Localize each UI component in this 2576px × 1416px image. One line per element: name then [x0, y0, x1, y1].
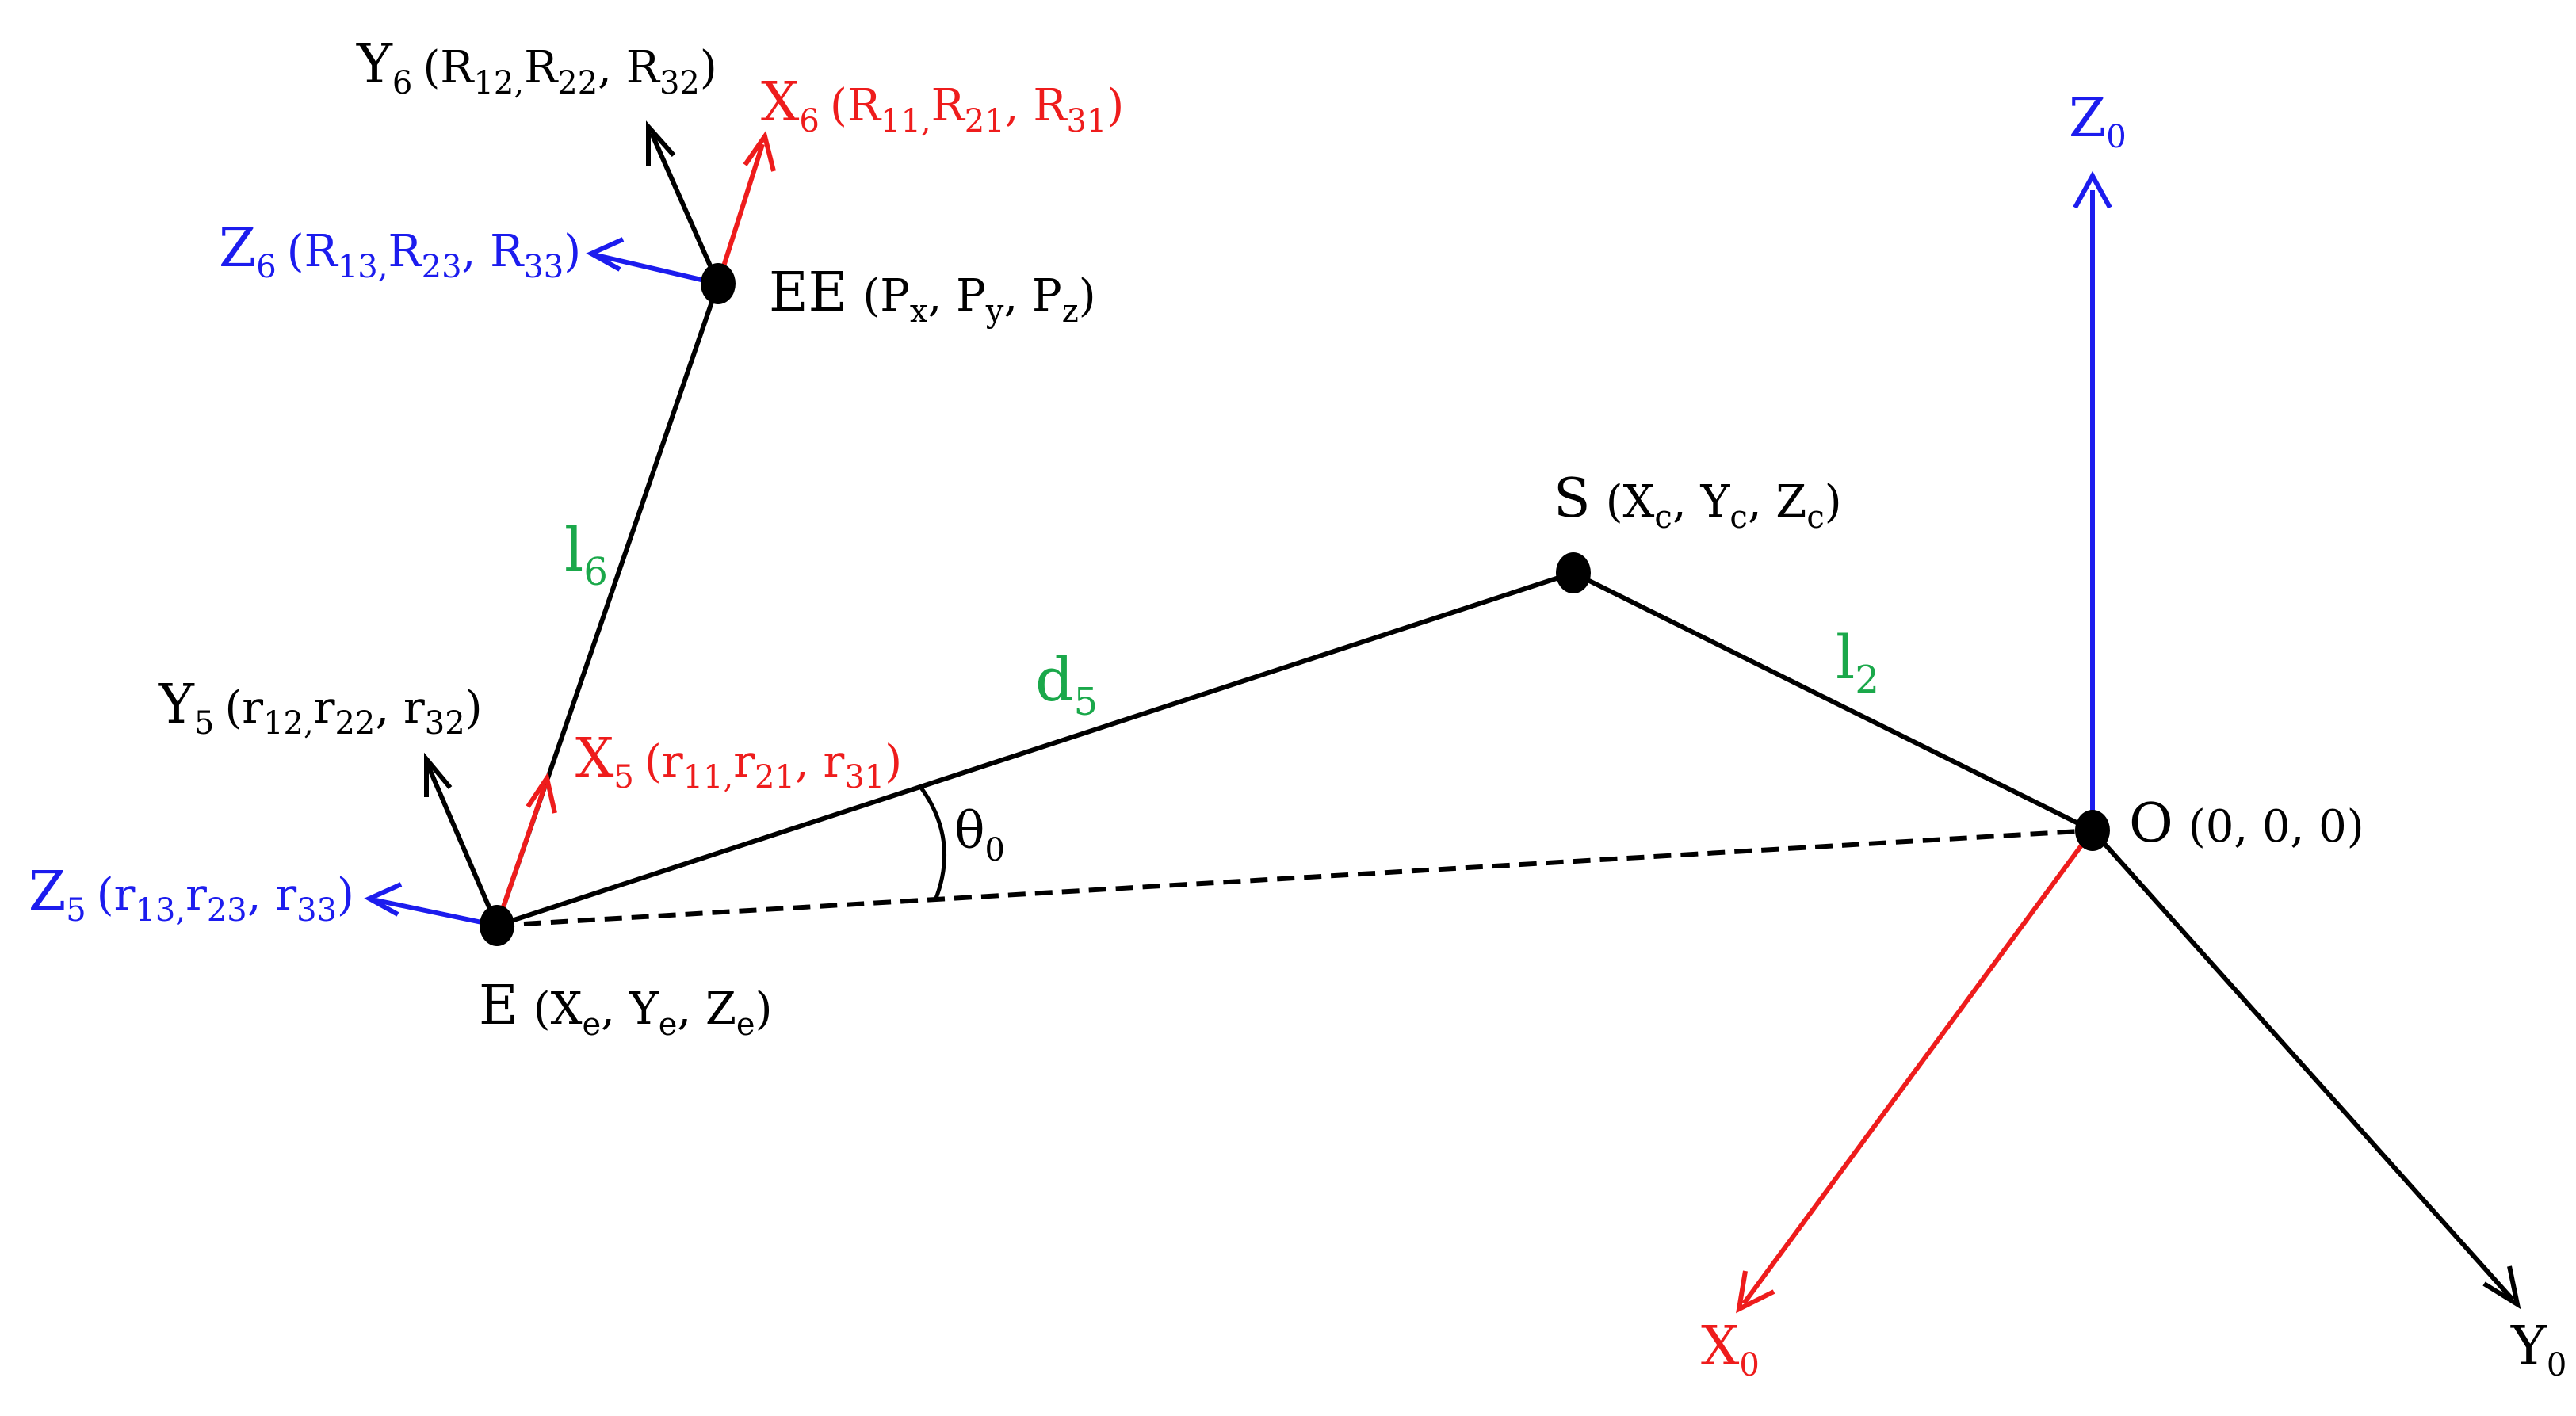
z6-arrowhead — [586, 237, 625, 272]
joint-ee-dot — [701, 263, 736, 304]
reference-dashed-line — [496, 828, 2093, 928]
link-l2-line — [1572, 571, 2094, 833]
label-z5: Z5 (r13,r23, r33) — [29, 861, 354, 929]
frame6-axes — [586, 120, 776, 286]
x5-axis-line — [495, 784, 548, 926]
x0-axis-line — [1741, 829, 2095, 1305]
label-x0: X0 — [1701, 1315, 1760, 1384]
label-s: S (Xc, Yc, Zc) — [1554, 468, 1842, 536]
y5-arrowhead — [424, 752, 453, 797]
label-x5: X5 (r11,r21, r31) — [575, 727, 902, 796]
z6-axis-line — [595, 253, 719, 286]
x0-arrowhead — [1736, 1270, 1775, 1314]
joint-o-dot — [2075, 810, 2110, 851]
y6-axis-line — [649, 132, 720, 285]
theta0-arc — [919, 786, 947, 901]
joint-e-dot — [480, 905, 514, 946]
label-l6: l6 — [564, 514, 608, 594]
label-y6: Y6 (R12,R22, R32) — [356, 33, 717, 101]
label-ee: EE (Px, Py, Pz) — [769, 261, 1096, 330]
y6-arrowhead — [646, 120, 676, 166]
frame0-axes — [1736, 170, 2521, 1314]
label-o: O (0, 0, 0) — [2129, 792, 2364, 855]
label-x6: X6 (R11,R21, R31) — [761, 71, 1124, 139]
label-e: E (Xe, Ye, Ze) — [479, 975, 772, 1043]
label-y0: Y0 — [2510, 1315, 2566, 1384]
label-l2: l2 — [1836, 622, 1879, 702]
label-d5: d5 — [1035, 644, 1098, 724]
y0-arrowhead — [2482, 1265, 2521, 1310]
link-d5-line — [496, 571, 1574, 928]
label-theta0: θ0 — [954, 802, 1005, 868]
x6-axis-line — [716, 143, 765, 284]
y0-axis-line — [2090, 828, 2515, 1302]
label-z0: Z0 — [2069, 87, 2127, 155]
z5-arrowhead — [364, 882, 403, 917]
x6-arrowhead — [743, 130, 776, 172]
z0-arrowhead — [2073, 170, 2112, 209]
frame5-axes — [364, 752, 557, 928]
joint-s-dot — [1556, 552, 1591, 593]
z5-axis-line — [375, 898, 498, 928]
y5-axis-line — [426, 764, 499, 927]
x5-arrowhead — [526, 772, 557, 814]
label-z6: Z6 (R13,R23, R33) — [219, 217, 581, 285]
label-y5: Y5 (r12,r22, r32) — [158, 674, 483, 742]
